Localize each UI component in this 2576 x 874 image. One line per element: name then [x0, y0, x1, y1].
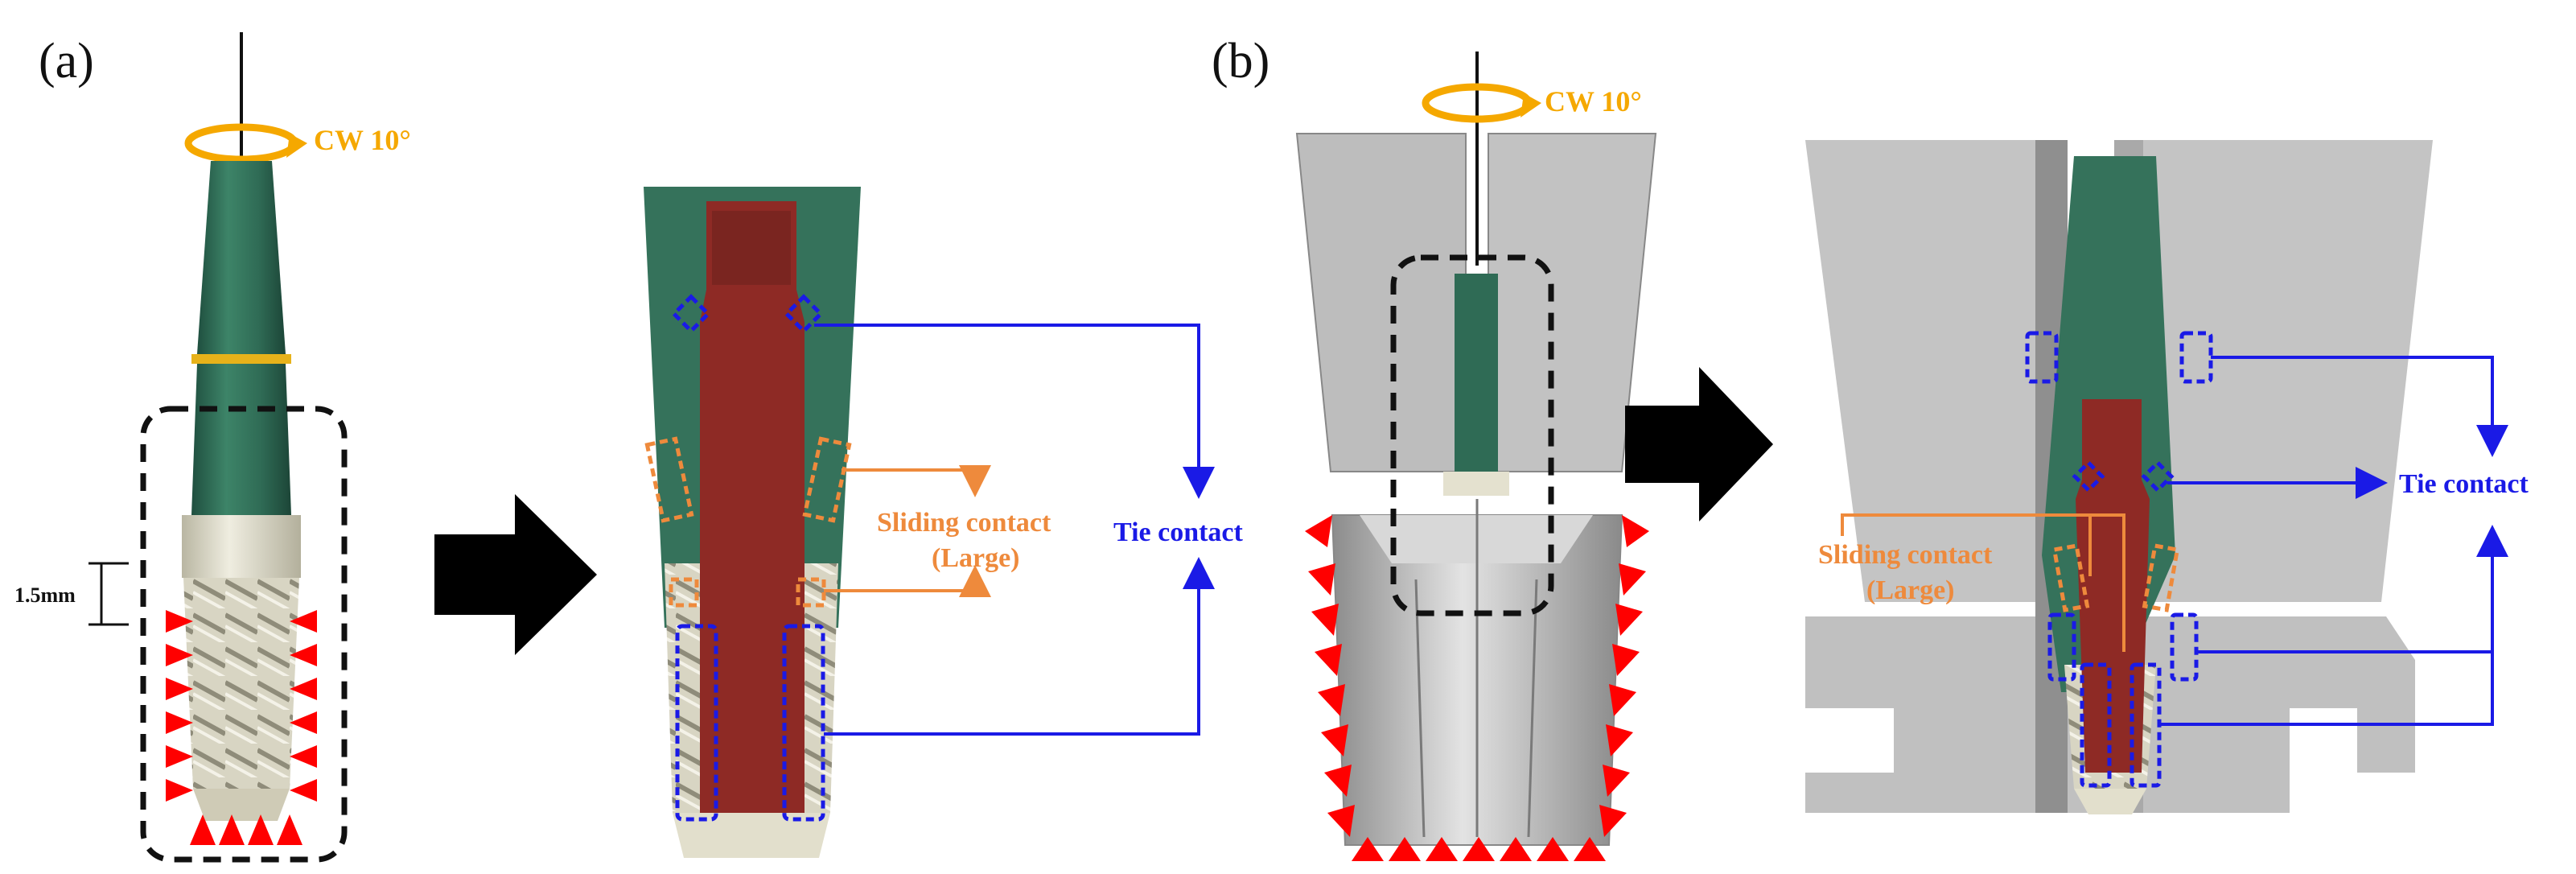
fixed-boundary-marks	[166, 610, 317, 845]
tie-leaders-b	[2159, 356, 2508, 726]
tie-contact-label-a: Tie contact	[1113, 517, 1244, 547]
section-b-screw	[2076, 399, 2150, 773]
sliding-contact-label-a-line1: Sliding contact	[877, 508, 1051, 538]
dimension-label: 1.5mm	[14, 583, 76, 607]
transition-arrow-b-icon	[1625, 367, 1773, 522]
abutment-collar-line	[191, 354, 291, 364]
section-implant-apex	[673, 813, 830, 858]
sliding-leaders-b	[1841, 513, 2125, 652]
tie-contact-markers-b	[2025, 331, 2213, 788]
zoom-region-box-b	[1390, 254, 1554, 616]
implant-collar	[182, 515, 301, 578]
section-upper-jig-left	[1805, 140, 2035, 602]
implant-collar-b	[1443, 472, 1509, 496]
section-upper-jig-right	[2143, 140, 2433, 602]
sliding-contact-label-b-line1: Sliding contact	[1818, 540, 1993, 570]
sliding-contact-label-a-line2: (Large)	[932, 543, 1020, 573]
tie-contact-label-b: Tie contact	[2399, 469, 2529, 499]
rotation-label-a: CW 10°	[314, 124, 411, 156]
panel-b-label: (b)	[1212, 34, 1269, 89]
tie-contact-markers-a	[671, 294, 825, 822]
implant-apex	[193, 789, 290, 821]
sliding-leaders-a	[824, 465, 991, 597]
section-screw	[700, 201, 804, 813]
section-lower-jig-notch	[1805, 708, 1894, 773]
sliding-contact-markers-a	[644, 436, 852, 608]
model-b-assembly: CW 10°	[1295, 52, 1657, 861]
sliding-contact-label-b-line2: (Large)	[1866, 575, 1955, 605]
model-a-assembly: CW 10° 1.5mm	[14, 32, 411, 863]
section-a: Sliding contact (Large) Tie contact	[644, 187, 1244, 858]
transition-arrow-a-icon	[434, 494, 597, 655]
screw-head	[712, 211, 791, 285]
abutment-lower	[191, 364, 291, 515]
fixed-boundary-marks-b	[1305, 515, 1649, 861]
abutment-upper	[197, 161, 286, 354]
sliding-contact-markers-b	[2051, 543, 2180, 612]
collet-slits	[1414, 499, 1538, 838]
rotation-arrow-icon	[184, 123, 307, 163]
section-b-implant-apex	[2074, 789, 2146, 814]
abutment-b	[1455, 274, 1498, 472]
upper-jig-left	[1295, 133, 1467, 472]
tie-leaders-a	[814, 324, 1215, 736]
rotation-arrow-b-icon	[1422, 83, 1541, 123]
implant-threads	[183, 578, 299, 789]
section-b: Sliding contact (Large) Tie contact	[1805, 140, 2529, 814]
rotation-label-b: CW 10°	[1545, 85, 1642, 117]
panel-a-label: (a)	[39, 34, 94, 89]
zoom-region-box	[140, 406, 348, 863]
